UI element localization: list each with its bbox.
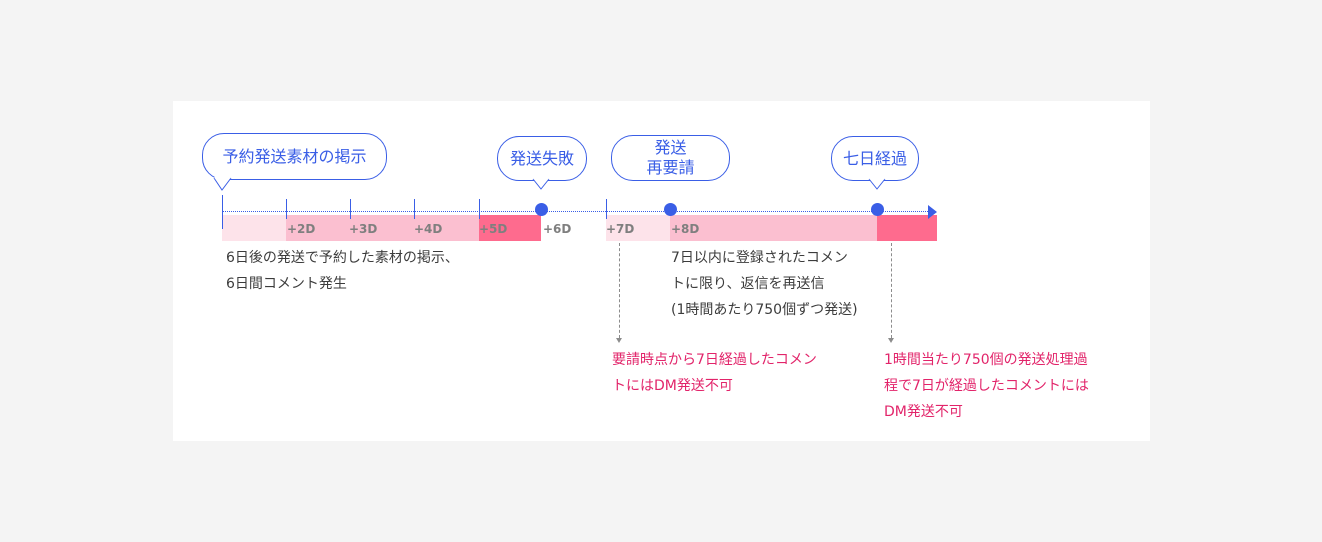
- rerequest-note: 7日以内に登録されたコメン トに限り、返信を再送信 (1時間あたり750個ずつ発…: [671, 245, 858, 323]
- tick-3d: [350, 199, 351, 219]
- no-dm-note-overdue-line2: 程で7日が経過したコメントには: [884, 378, 1089, 394]
- no-dm-note-overdue: 1時間当たり750個の発送処理過 程で7日が経過したコメントには DM発送不可: [884, 347, 1089, 425]
- timeline-arrow-icon: [928, 205, 937, 219]
- failure-bubble: 発送失敗: [497, 136, 587, 181]
- failure-bubble-label: 発送失敗: [509, 148, 574, 168]
- rerequest-bubble-text: 発送 再要請: [646, 138, 694, 178]
- segment-day8: [670, 215, 877, 241]
- down-arrow-overdue-icon: [888, 338, 894, 343]
- seven-days-bubble-label: 七日経過: [842, 148, 907, 168]
- segment-day5-6: [479, 215, 541, 241]
- day-label-5d: +5D: [479, 222, 508, 236]
- day-label-3d: +3D: [349, 222, 378, 236]
- tick-4d: [414, 199, 415, 219]
- failure-bubble-tail: [532, 177, 550, 190]
- rerequest-note-line2: トに限り、返信を再送信: [671, 276, 825, 292]
- publish-note: 6日後の発送で予約した素材の掲示、 6日間コメント発生: [226, 245, 459, 297]
- day-label-8d: +8D: [671, 222, 700, 236]
- seven-days-bubble: 七日経過: [831, 136, 919, 181]
- day-label-4d: +4D: [414, 222, 443, 236]
- publish-bubble-tail: [213, 176, 232, 191]
- rerequest-dot: [664, 203, 677, 216]
- no-dm-note-overdue-line3: DM発送不可: [884, 404, 963, 420]
- no-dm-note-overdue-line1: 1時間当たり750個の発送処理過: [884, 352, 1088, 368]
- segment-day2-5: [286, 215, 479, 241]
- rerequest-line2: 再要請: [646, 158, 695, 177]
- publish-note-line2: 6日間コメント発生: [226, 276, 347, 292]
- rerequest-bubble: 発送 再要請: [611, 135, 730, 181]
- rerequest-line1: 発送: [654, 138, 687, 157]
- no-dm-note-7d-line1: 要請時点から7日経過したコメン: [612, 352, 817, 368]
- timeline-axis: [222, 211, 928, 212]
- tick-start: [222, 195, 223, 229]
- segment-day1: [222, 215, 286, 241]
- down-line-7d: [619, 243, 620, 338]
- seven-days-dot: [871, 203, 884, 216]
- segment-day7: [606, 215, 670, 241]
- publish-note-line1: 6日後の発送で予約した素材の掲示、: [226, 250, 459, 266]
- rerequest-note-line1: 7日以内に登録されたコメン: [671, 250, 848, 266]
- day-label-2d: +2D: [287, 222, 316, 236]
- publish-bubble-label: 予約発送素材の掲示: [222, 146, 367, 166]
- no-dm-note-7d: 要請時点から7日経過したコメン トにはDM発送不可: [612, 347, 817, 399]
- day-label-6d: +6D: [543, 222, 572, 236]
- no-dm-note-7d-line2: トにはDM発送不可: [612, 378, 733, 394]
- down-arrow-7d-icon: [616, 338, 622, 343]
- tick-7d: [606, 199, 607, 219]
- down-line-overdue: [891, 243, 892, 338]
- publish-bubble: 予約発送素材の掲示: [202, 133, 387, 180]
- segment-overdue: [877, 215, 937, 241]
- rerequest-note-line3: (1時間あたり750個ずつ発送): [671, 302, 858, 318]
- failure-dot: [535, 203, 548, 216]
- day-label-7d: +7D: [606, 222, 635, 236]
- seven-days-bubble-tail: [868, 177, 886, 190]
- tick-5d: [479, 199, 480, 219]
- tick-2d: [286, 199, 287, 219]
